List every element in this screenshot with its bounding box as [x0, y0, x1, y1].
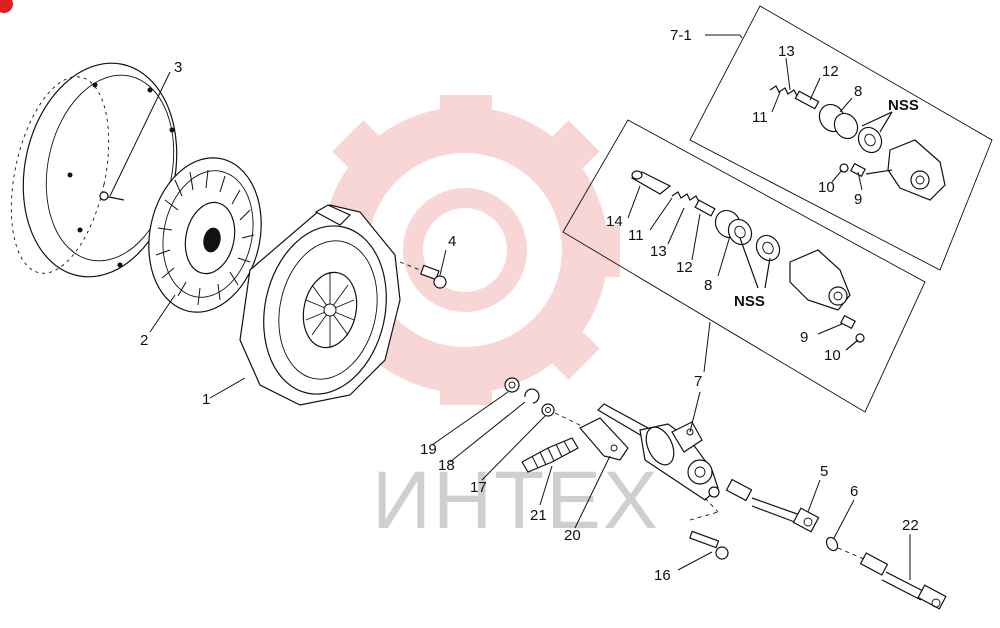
label-upper-13: 13	[778, 43, 795, 60]
label-mid-14: 14	[606, 213, 623, 230]
label-upper-12: 12	[822, 63, 839, 80]
label-19: 19	[420, 441, 437, 458]
label-17: 17	[470, 479, 487, 496]
boot-21	[521, 437, 579, 473]
sleeve-14	[630, 170, 672, 195]
nut-19	[504, 377, 520, 393]
label-mid-8: 8	[704, 277, 712, 294]
label-16: 16	[654, 567, 671, 584]
hose-fitting-5	[725, 478, 820, 533]
label-18: 18	[438, 457, 455, 474]
label-upper-8: 8	[854, 83, 862, 100]
label-upper-11: 11	[752, 109, 768, 126]
label-upper-10: 10	[818, 179, 835, 196]
master-cylinder-7	[597, 403, 720, 501]
cylinder-body-upper	[887, 139, 946, 201]
piston-12	[694, 199, 716, 217]
label-7: 7	[694, 373, 702, 390]
spring-13	[671, 191, 700, 203]
flywheel	[10, 62, 181, 278]
leader-lines	[109, 34, 911, 580]
label-mid-9: 9	[800, 329, 808, 346]
label-mid-nss: NSS	[734, 293, 765, 310]
label-22: 22	[902, 517, 919, 534]
label-upper-nss: NSS	[888, 97, 919, 114]
seal-nss-upper	[857, 126, 883, 154]
clutch-disc	[148, 157, 262, 313]
label-2: 2	[140, 332, 148, 349]
washer-17	[541, 403, 555, 417]
label-mid-13: 13	[650, 243, 667, 260]
label-6: 6	[850, 483, 858, 500]
label-4: 4	[448, 233, 456, 250]
washer-18	[524, 388, 540, 404]
label-mid-11: 11	[628, 227, 644, 244]
label-3: 3	[174, 59, 182, 76]
kit-box-middle	[562, 119, 926, 413]
seal-8-upper	[818, 103, 859, 140]
seal-nss-middle	[755, 234, 781, 262]
label-mid-10: 10	[824, 347, 841, 364]
push-rod-11-upper	[769, 85, 820, 110]
bolt-16	[689, 530, 729, 560]
label-21: 21	[530, 507, 547, 524]
label-5: 5	[820, 463, 828, 480]
washer-6	[825, 536, 839, 552]
kit-box-upper	[689, 5, 993, 271]
label-20: 20	[564, 527, 581, 544]
hose-22	[859, 552, 947, 610]
label-1: 1	[202, 391, 210, 408]
pressure-plate	[239, 204, 401, 406]
corner-marker	[0, 0, 13, 13]
label-mid-12: 12	[676, 259, 693, 276]
cylinder-body-middle	[789, 249, 851, 311]
seal-8-middle	[714, 209, 753, 246]
bleeder-9-upper	[839, 162, 866, 178]
watermark-text: ИНТЕХ	[372, 455, 660, 546]
bolt-4	[399, 261, 447, 289]
bleeder-9-middle	[840, 314, 865, 343]
bracket-20	[579, 417, 629, 461]
label-7-1: 7-1	[670, 27, 692, 44]
label-upper-9: 9	[854, 191, 862, 208]
watermark-gear-logo	[310, 95, 620, 405]
